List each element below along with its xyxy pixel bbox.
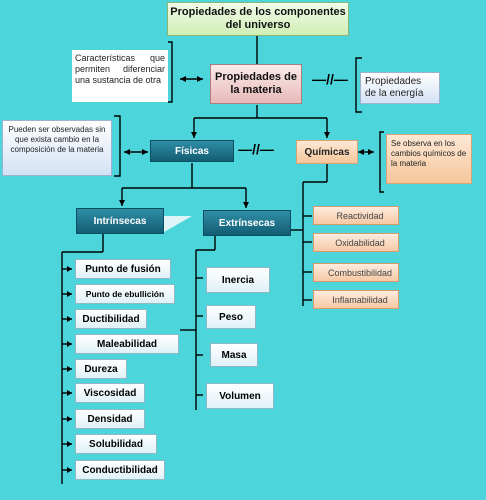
extrinsecas-item: Volumen [206, 383, 274, 409]
intrinsecas-item: Punto de ebullición [75, 284, 175, 304]
materia-node: Propiedades de la materia [210, 64, 302, 104]
extrinsecas-item: Masa [210, 343, 258, 367]
intrinsecas-item: Densidad [75, 409, 145, 429]
energia-node: Propiedades de la energía [360, 72, 440, 104]
intrinsecas-item: Punto de fusión [75, 259, 171, 279]
caracteristicas-note: Características que permiten diferenciar… [72, 50, 168, 102]
fisicas-node: Físicas [150, 140, 234, 162]
quimicas-item: Oxidabilidad [313, 233, 399, 252]
root-title: Propiedades de los componentes del unive… [167, 2, 349, 36]
extrinsecas-item: Inercia [206, 267, 270, 293]
neq-symbol-materia: —//— [312, 71, 348, 87]
intrinsecas-item: Dureza [75, 359, 127, 379]
intrinsecas-item: Ductibilidad [75, 309, 147, 329]
extrinsecas-node: Extrínsecas [203, 210, 291, 236]
quimicas-item: Inflamabilidad [313, 290, 399, 309]
quimicas-item: Reactividad [313, 206, 399, 225]
quimicas-item: Combustibilidad [313, 263, 399, 282]
intrinsecas-item: Solubilidad [75, 434, 157, 454]
intrinsecas-item: Viscosidad [75, 383, 145, 403]
fisicas-note: Pueden ser observadas sin que exista cam… [2, 120, 112, 176]
quimicas-note: Se observa en los cambios químicos de la… [386, 134, 472, 184]
intrinsecas-node: Intrínsecas [76, 208, 164, 234]
intrinsecas-item: Maleabilidad [75, 334, 179, 354]
neq-symbol-fisicas: —//— [238, 141, 274, 157]
extrinsecas-item: Peso [206, 305, 256, 329]
intrinsecas-item: Conductibilidad [75, 460, 165, 480]
quimicas-node: Químicas [296, 140, 358, 164]
